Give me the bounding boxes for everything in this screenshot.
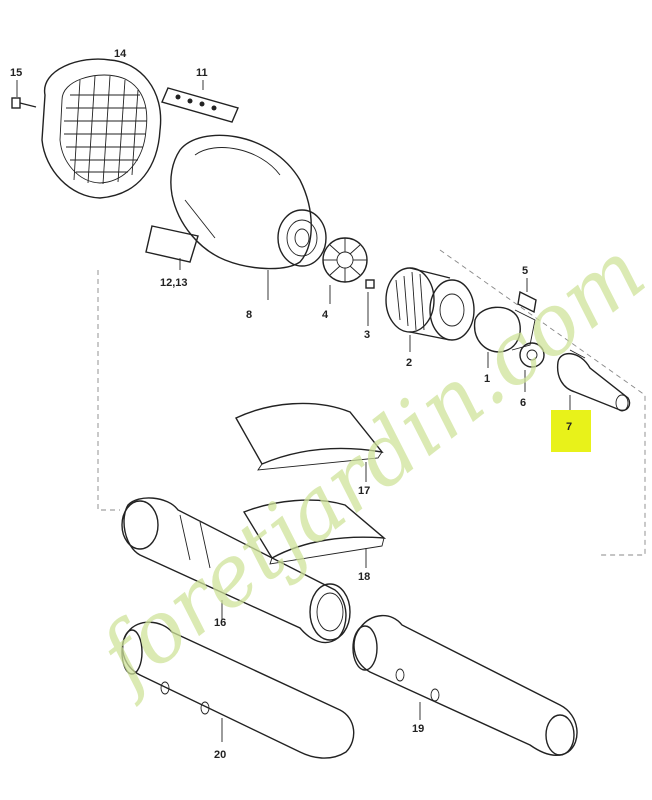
part-label-7: 7 bbox=[566, 421, 572, 433]
part-label-2: 2 bbox=[406, 357, 412, 369]
part-label-19: 19 bbox=[412, 723, 424, 735]
part-20-nozzle[interactable] bbox=[121, 621, 355, 759]
part-label-5: 5 bbox=[522, 265, 528, 277]
part-5-switch[interactable] bbox=[517, 278, 537, 314]
part-label-15: 15 bbox=[10, 67, 22, 79]
part-6-cover[interactable] bbox=[519, 342, 545, 392]
part-label-6: 6 bbox=[520, 397, 526, 409]
part-label-3: 3 bbox=[364, 329, 370, 341]
part-label-18: 18 bbox=[358, 571, 370, 583]
part-3-screw[interactable] bbox=[365, 279, 375, 326]
part-label-12-13: 12,13 bbox=[160, 277, 188, 289]
part-18-filter-sheet[interactable] bbox=[242, 499, 387, 568]
part-8-housing[interactable] bbox=[170, 134, 327, 300]
assembly-boundary bbox=[97, 249, 646, 556]
part-label-17: 17 bbox=[358, 485, 370, 497]
part-11-label[interactable] bbox=[161, 80, 239, 123]
part-label-16: 16 bbox=[214, 617, 226, 629]
part-14-grille-cover[interactable] bbox=[41, 58, 162, 199]
part-19-tube[interactable] bbox=[352, 614, 578, 756]
part-1-brush-holder[interactable] bbox=[473, 306, 536, 368]
part-12-13-plate[interactable] bbox=[145, 225, 199, 270]
part-4-impeller[interactable] bbox=[322, 237, 368, 304]
part-17-filter-sheet[interactable] bbox=[235, 402, 384, 482]
highlight-box bbox=[551, 410, 591, 452]
part-label-4: 4 bbox=[322, 309, 329, 321]
part-2-motor[interactable] bbox=[385, 267, 475, 352]
part-label-11: 11 bbox=[196, 67, 208, 79]
part-15-screw[interactable] bbox=[11, 80, 37, 109]
watermark-text: foretjardin.com bbox=[77, 222, 652, 709]
part-label-20: 20 bbox=[214, 749, 226, 761]
part-16-tube[interactable] bbox=[121, 497, 351, 644]
part-label-14: 14 bbox=[114, 48, 127, 60]
part-label-8: 8 bbox=[246, 309, 252, 321]
part-label-1: 1 bbox=[484, 373, 490, 385]
